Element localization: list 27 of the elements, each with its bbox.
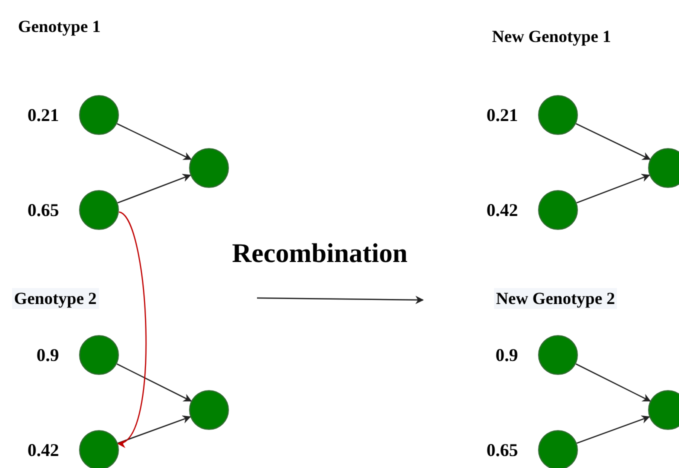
circle-node [538,190,578,230]
arrow [576,174,650,204]
circle-node [79,335,119,375]
value-label: 0.21 [28,106,59,124]
group-heading: Genotype 2 [12,288,99,309]
value-label: 0.65 [28,201,59,219]
value-label: 0.42 [28,441,59,459]
value-label: 0.9 [496,346,518,364]
circle-node [189,390,229,430]
circle-node [79,190,119,230]
circle-node [189,148,229,188]
arrow [576,415,650,444]
group-heading: New Genotype 1 [492,28,611,45]
arrow [576,123,651,160]
arrow [576,363,651,402]
arrow [117,174,192,204]
circle-node [538,95,578,135]
group-heading: Genotype 1 [18,18,101,35]
value-label: 0.42 [486,201,518,219]
arrow [116,123,192,160]
value-label: 0.65 [486,441,518,459]
value-label: 0.21 [486,106,518,124]
value-label: 0.9 [36,346,59,364]
circle-node [538,335,578,375]
circle-node [79,95,119,135]
process-title: Recombination [232,240,408,267]
group-heading: New Genotype 2 [494,288,617,309]
